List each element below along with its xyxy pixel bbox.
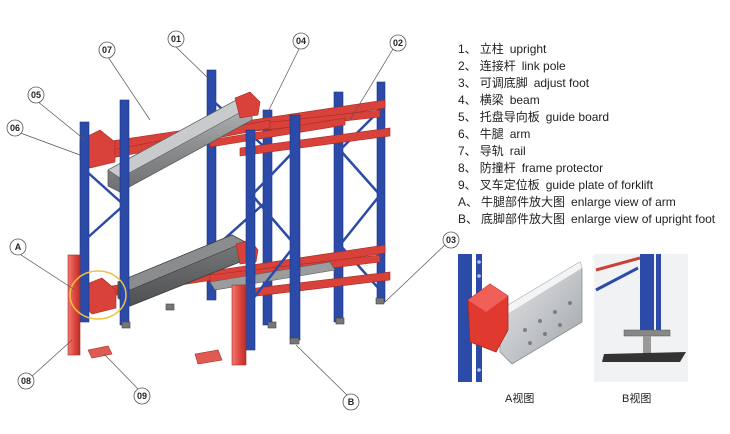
callout-02-label: 02 <box>393 38 403 48</box>
legend-item-en: arm <box>509 127 531 141</box>
callout-06-label: 06 <box>10 123 20 133</box>
callout-b: B <box>342 393 360 411</box>
legend-item-zh: 托盘导向板 <box>479 110 540 124</box>
legend-item-num: 6、 <box>458 127 477 141</box>
legend-item-en: upright <box>509 42 547 56</box>
legend-item: 5、托盘导向板 guide board <box>458 109 728 126</box>
legend-item-en: frame protector <box>521 161 604 175</box>
legend-item-zh: 防撞杆 <box>479 161 516 175</box>
legend-item-en: enlarge view of upright foot <box>571 212 716 226</box>
callout-09: 09 <box>133 387 151 405</box>
callout-02: 02 <box>389 34 407 52</box>
legend-item-num: 7、 <box>458 144 477 158</box>
callout-07-label: 07 <box>102 45 112 55</box>
leader-lines <box>14 46 449 399</box>
forklift-guide-plates <box>87 345 223 365</box>
legend: 1、立柱 upright 2、连接杆 link pole 3、可调底脚 adjust fo… <box>458 41 728 228</box>
callout-01-label: 01 <box>171 34 181 44</box>
legend-item-zh: 底脚部件放大图 <box>481 212 566 226</box>
legend-item: 3、可调底脚 adjust foot <box>458 75 728 92</box>
legend-item-zh: 立柱 <box>479 42 504 56</box>
legend-item-num: 9、 <box>458 178 477 192</box>
callout-07: 07 <box>98 41 116 59</box>
legend-item: 8、防撞杆 frame protector <box>458 160 728 177</box>
caption-view-b: B视图 <box>622 393 652 405</box>
caption-view-a: A视图 <box>505 393 535 405</box>
legend-item-zh: 叉车定位板 <box>479 178 540 192</box>
legend-item-zh: 连接杆 <box>479 59 516 73</box>
legend-item: 4、横梁 beam <box>458 92 728 109</box>
detail-view-a <box>458 254 583 382</box>
rack-structure <box>67 69 391 366</box>
legend-item-en: guide board <box>545 110 610 124</box>
legend-item: 6、牛腿 arm <box>458 126 728 143</box>
legend-item: 1、立柱 upright <box>458 41 728 58</box>
front-uprights <box>79 99 301 351</box>
legend-item-num: A、 <box>458 195 479 209</box>
callout-05: 05 <box>27 86 45 104</box>
callout-09-label: 09 <box>137 391 147 401</box>
legend-item-num: 4、 <box>458 93 477 107</box>
callout-03: 03 <box>442 231 460 249</box>
adjust-feet <box>121 297 385 345</box>
callout-08: 08 <box>17 372 35 390</box>
arm-highlight-circle <box>69 270 127 320</box>
legend-item-zh: 牛腿部件放大图 <box>481 195 566 209</box>
callout-05-label: 05 <box>31 90 41 100</box>
legend-item: 7、导轨 rail <box>458 143 728 160</box>
callout-04-label: 04 <box>296 36 306 46</box>
legend-item: B、底脚部件放大图 enlarge view of upright foot <box>458 211 728 228</box>
front-bracing <box>84 149 296 301</box>
legend-item-num: 1、 <box>458 42 477 56</box>
callout-08-label: 08 <box>21 376 31 386</box>
legend-item-num: 8、 <box>458 161 477 175</box>
legend-item-zh: 导轨 <box>479 144 504 158</box>
legend-item: A、牛腿部件放大图 enlarge view of arm <box>458 194 728 211</box>
legend-item: 9、叉车定位板 guide plate of forklift <box>458 177 728 194</box>
legend-item-en: enlarge view of arm <box>571 195 676 209</box>
legend-item-en: adjust foot <box>533 76 590 90</box>
detail-view-b <box>594 254 688 382</box>
callout-a: A <box>9 238 27 256</box>
legend-item-en: link pole <box>521 59 566 73</box>
legend-item-en: beam <box>509 93 540 107</box>
legend-item-num: B、 <box>458 212 479 226</box>
callout-06: 06 <box>6 119 24 137</box>
legend-item-zh: 可调底脚 <box>479 76 528 90</box>
legend-item-zh: 横梁 <box>479 93 504 107</box>
legend-item-num: 5、 <box>458 110 477 124</box>
legend-item-en: guide plate of forklift <box>545 178 654 192</box>
legend-item: 2、连接杆 link pole <box>458 58 728 75</box>
legend-item-num: 3、 <box>458 76 477 90</box>
callout-03-label: 03 <box>446 235 456 245</box>
legend-item-zh: 牛腿 <box>479 127 504 141</box>
lower-rail <box>117 234 336 307</box>
callout-a-label: A <box>15 242 22 252</box>
upper-rail <box>107 97 253 193</box>
callout-b-label: B <box>348 397 355 407</box>
callout-04: 04 <box>292 32 310 50</box>
legend-item-num: 2、 <box>458 59 477 73</box>
legend-item-en: rail <box>509 144 526 158</box>
callout-01: 01 <box>167 30 185 48</box>
